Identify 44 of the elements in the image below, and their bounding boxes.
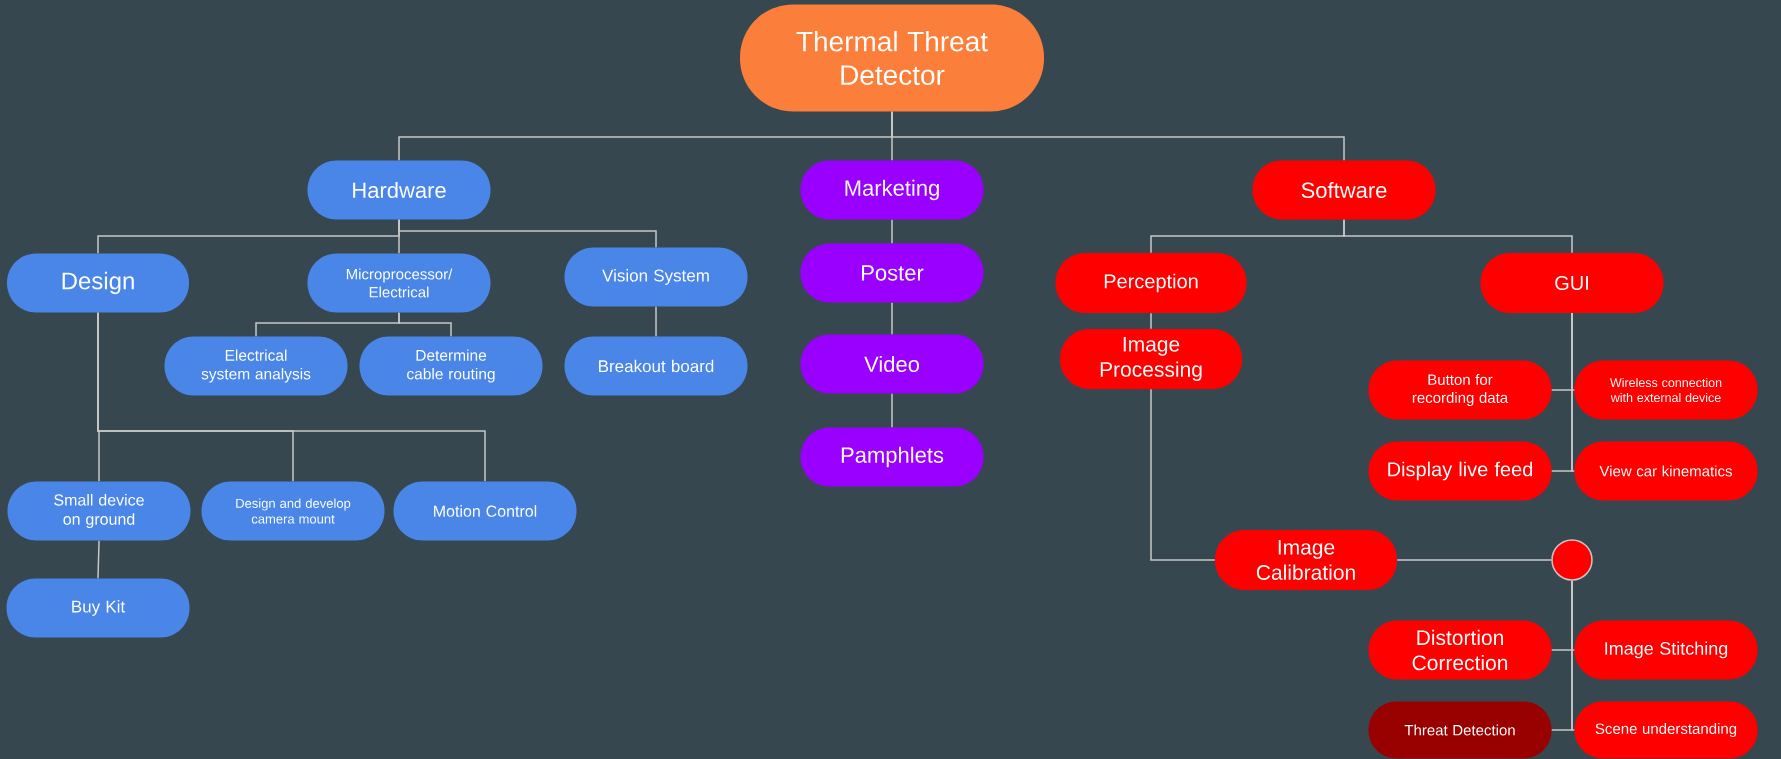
rounded-box: Poster: [800, 243, 984, 303]
rounded-box: Motion Control: [393, 481, 577, 541]
connector-line: [398, 218, 657, 249]
connector-line: [891, 218, 893, 245]
rounded-box: Buy Kit: [6, 578, 190, 638]
connector-line: [1571, 312, 1576, 472]
rounded-box: Thermal Threat Detector: [740, 4, 1044, 112]
connector-line: [97, 539, 100, 580]
rounded-box: Perception: [1055, 253, 1247, 313]
rounded-box: View car kinematics: [1574, 441, 1758, 501]
connector-line: [1571, 580, 1576, 731]
connector-line: [1343, 218, 1573, 254]
rounded-box: Wireless connection with external device: [1574, 360, 1758, 420]
rounded-box: Electrical system analysis: [164, 336, 348, 396]
rounded-box: Microprocessor/ Electrical: [307, 253, 491, 313]
rounded-box: Image Calibration: [1215, 530, 1397, 590]
rounded-box: Breakout board: [564, 336, 748, 396]
connector-line: [891, 301, 893, 336]
rounded-box: Distortion Correction: [1368, 620, 1552, 680]
rounded-box: Vision System: [564, 247, 748, 307]
rounded-box: Button for recording data: [1368, 360, 1552, 420]
connector-line: [1396, 559, 1552, 561]
rounded-box: Small device on ground: [7, 481, 191, 541]
rounded-box: Pamphlets: [800, 427, 984, 487]
rounded-box: Display live feed: [1368, 441, 1552, 501]
rounded-box: Scene understanding: [1574, 701, 1758, 759]
connector-line: [891, 392, 893, 429]
rounded-box: Image Processing: [1060, 329, 1242, 389]
connector-line: [1150, 312, 1152, 330]
rounded-box: Image Stitching: [1574, 620, 1758, 680]
rounded-box: Determine cable routing: [359, 336, 543, 396]
connector-line: [398, 311, 452, 338]
connector-line: [97, 311, 486, 483]
rounded-box: Design and develop camera mount: [201, 481, 385, 541]
connector-line: [655, 305, 657, 338]
rounded-box: Hardware: [307, 160, 491, 220]
rounded-box: Software: [1252, 160, 1436, 220]
rounded-box: Design: [7, 253, 189, 313]
connector-line: [891, 110, 1345, 162]
rounded-box: Video: [800, 334, 984, 394]
rounded-box: Marketing: [800, 160, 984, 220]
rounded-box: Threat Detection: [1368, 701, 1552, 759]
junction-circle: [1551, 539, 1593, 581]
connector-line: [1150, 388, 1216, 561]
